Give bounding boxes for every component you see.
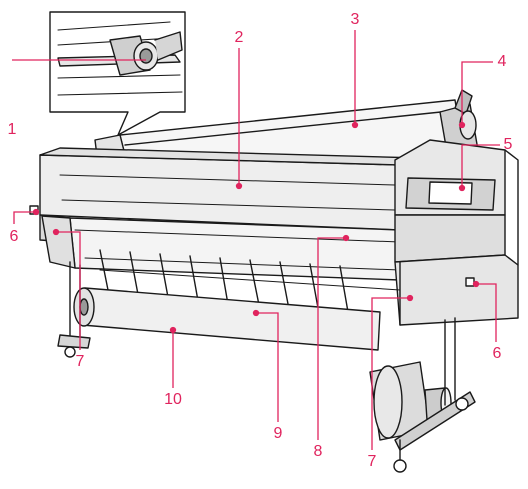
leader-line-4 [461,61,493,125]
callout-2: 2 [234,29,244,46]
take-up-motor [369,361,452,441]
leader-line-8 [317,237,346,440]
leader-line-7-right [371,297,410,450]
printer-stand [57,261,476,473]
control-panel [405,177,496,211]
printer-body [39,147,421,281]
callout-7-right: 7 [367,453,377,470]
leader-line-7-left [56,231,81,350]
callout-8: 8 [313,443,323,460]
callout-9: 9 [273,425,283,442]
callout-4: 4 [497,53,507,70]
callout-10: 10 [164,391,182,408]
callout-6-left: 6 [9,228,19,245]
leader-lines [12,30,500,450]
callout-6-right: 6 [492,345,502,362]
roll-holder-detail-inset [49,11,186,136]
take-up-roll [73,287,381,351]
leader-line-6-left [13,211,36,224]
callout-3: 3 [350,11,360,28]
ink-cover-button-right [465,277,475,287]
leader-line-9 [256,312,279,422]
callout-1: 1 [7,121,17,138]
callout-7-left: 7 [75,353,85,370]
leader-line-6-right [476,283,497,342]
leader-line-5 [461,144,500,188]
callout-5: 5 [503,136,513,153]
control-block [394,139,519,326]
